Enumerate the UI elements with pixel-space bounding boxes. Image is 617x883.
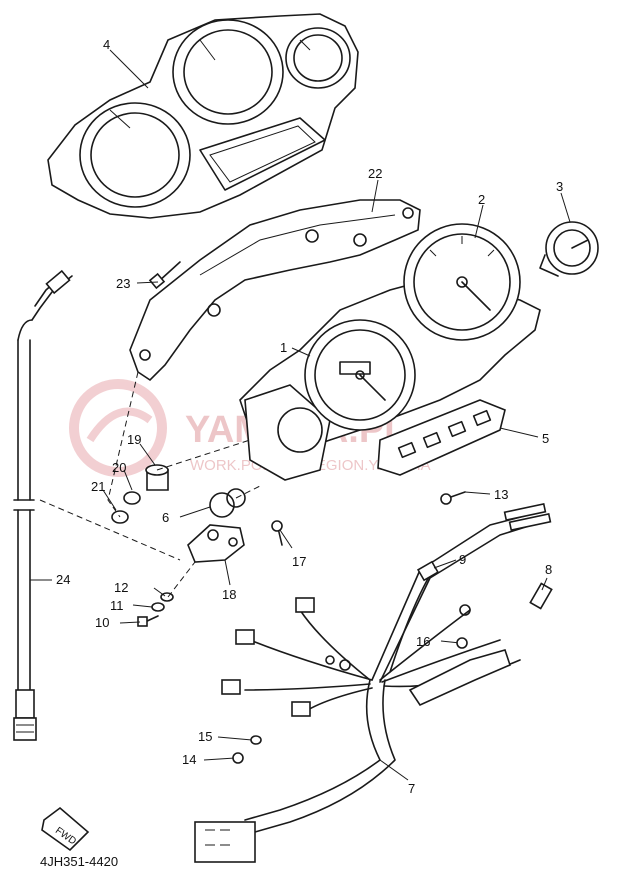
assembly-lines [39, 371, 263, 598]
callout-18: 18 [222, 587, 236, 602]
meter-bracket [129, 199, 421, 382]
wire-harness [194, 502, 553, 863]
screw-23 [148, 261, 181, 290]
callout-1: 1 [280, 340, 287, 355]
diagram-code: 4JH351-4420 [40, 854, 118, 869]
callout-13: 13 [494, 487, 508, 502]
callout-8: 8 [545, 562, 552, 577]
callout-16: 16 [416, 634, 430, 649]
callout-7: 7 [408, 781, 415, 796]
leader-lines [30, 49, 571, 781]
sensor-18 [187, 524, 245, 563]
clamp-15 [250, 735, 262, 745]
watermark-logo [69, 379, 167, 477]
screw-17 [271, 520, 283, 546]
callout-23: 23 [116, 276, 130, 291]
callout-19: 19 [127, 432, 141, 447]
callout-24: 24 [56, 572, 70, 587]
collar-20 [123, 491, 141, 505]
gear-6 [209, 488, 246, 518]
washer-11 [151, 602, 165, 612]
callout-2: 2 [478, 192, 485, 207]
grommet-19 [145, 464, 169, 491]
callout-15: 15 [198, 729, 212, 744]
callout-3: 3 [556, 179, 563, 194]
screw-13 [440, 491, 466, 505]
callout-17: 17 [292, 554, 306, 569]
callout-14: 14 [182, 752, 196, 767]
callout-5: 5 [542, 431, 549, 446]
small-gauge [539, 221, 599, 277]
meter-cable [13, 269, 73, 741]
screw-14 [232, 752, 244, 764]
callout-20: 20 [112, 460, 126, 475]
screw-16 [456, 637, 468, 649]
callout-6: 6 [162, 510, 169, 525]
screw-10 [137, 615, 159, 627]
callouts: 4 2 3 22 23 1 5 13 6 17 18 19 20 21 24 1… [56, 37, 563, 796]
meter-cover [47, 13, 359, 219]
callout-4: 4 [103, 37, 110, 52]
callout-10: 10 [95, 615, 109, 630]
callout-12: 12 [114, 580, 128, 595]
callout-21: 21 [91, 479, 105, 494]
speedometer [304, 319, 416, 431]
callout-22: 22 [368, 166, 382, 181]
callout-9: 9 [459, 552, 466, 567]
fwd-arrow: FWD [41, 806, 90, 852]
tachometer [403, 223, 521, 341]
callout-11: 11 [110, 598, 124, 613]
